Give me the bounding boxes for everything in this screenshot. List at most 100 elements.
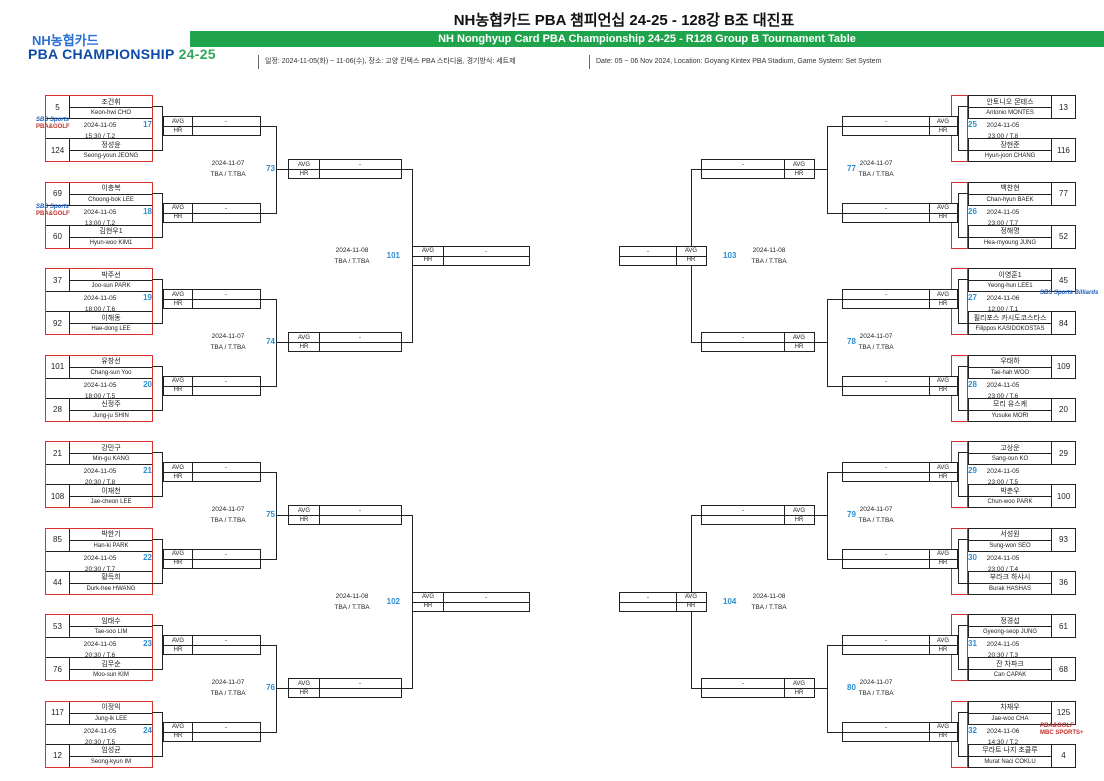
avg-label: AVG [171,551,185,557]
match-time-table: 14:30 / T.2 [987,738,1019,746]
score-divider [319,679,320,698]
match-date: 2024-11-05 [986,641,1020,648]
match-date: 2024-11-05 [83,295,117,302]
bracket-line [827,558,842,560]
avg-value: - [884,118,888,125]
avg-label: AVG [684,594,698,601]
score-divider [843,731,957,733]
score-divider [620,601,706,603]
player-seed: 69 [46,182,70,205]
match-date: 2024-11-05 [83,554,117,562]
match-time-table: 20:30 / T.3 [987,652,1019,659]
score-divider [319,333,320,352]
player-name-english: Burak HASHAS [969,582,1051,594]
score-divider [843,299,957,300]
player-name-english: Jae-woo CHA [969,712,1051,724]
bracket-line [958,279,959,324]
score-divider [192,463,193,481]
schedule-info-english: Date: 05 ~ 06 Nov 2024, Location: Goyang… [589,55,881,69]
nh-logo: NH농협카드 [32,33,99,48]
match-number: 27 [968,293,977,302]
match-bracket-frame [45,700,153,768]
player-seed: 5 [46,96,70,118]
player-name-english: Tae-soo LIM [70,626,152,637]
player-seed: 53 [46,615,70,637]
player-name-korean: 우태하 [1000,358,1020,365]
match-number: 103 [723,250,737,260]
hr-label: HR [173,300,183,307]
player-name-english: Joo-sun PARK [70,280,152,291]
bracket-line [958,365,968,367]
bracket-line [958,538,959,584]
score-divider [843,212,957,214]
match-time-table: TBA / T.TBA [751,257,787,265]
player-name-english: Seong-youn JEONG [70,150,152,161]
player-name-korean: 이재천 [101,487,121,495]
match-number: 21 [143,466,152,475]
score-divider [164,645,260,646]
player-seed: 21 [46,442,70,464]
player-name-korean: 무라트 나지 초클루 [982,747,1038,754]
match-number: 78 [847,337,856,347]
avg-value: - [224,637,228,644]
player-name-english: Durk-hee HWANG [70,582,152,594]
avg-label: AVG [171,724,185,730]
match-date: 2024-11-07 [859,333,893,341]
match-date: 2024-11-05 [986,554,1020,562]
player-name-english: Choong-bok LEE [70,193,152,205]
hr-label: HR [173,646,183,653]
player-seed: 20 [1051,398,1075,421]
broadcaster-name: SBS Sports Billiards [1040,290,1099,296]
player-name-english: Jung-ik LEE [70,712,152,724]
match-time-table: 23:00 / T.4 [987,565,1019,573]
score-divider [164,731,260,733]
bracket-line [402,515,412,517]
match-number: 24 [143,725,152,735]
hr-label: HR [423,603,433,610]
player-seed: 85 [46,528,70,551]
avg-label: AVG [421,594,435,601]
player-name-korean: 황득희 [101,574,121,581]
avg-label: AVG [936,378,950,384]
bracket-line [691,688,701,690]
score-divider [164,126,260,127]
avg-label: AVG [792,507,806,514]
avg-value: - [884,204,888,212]
bracket-line [958,150,968,151]
hr-label: HR [299,516,309,523]
bracket-line [691,169,701,171]
bracket-line [261,299,276,300]
bracket-line [958,711,968,713]
match-bracket-frame [45,354,153,422]
